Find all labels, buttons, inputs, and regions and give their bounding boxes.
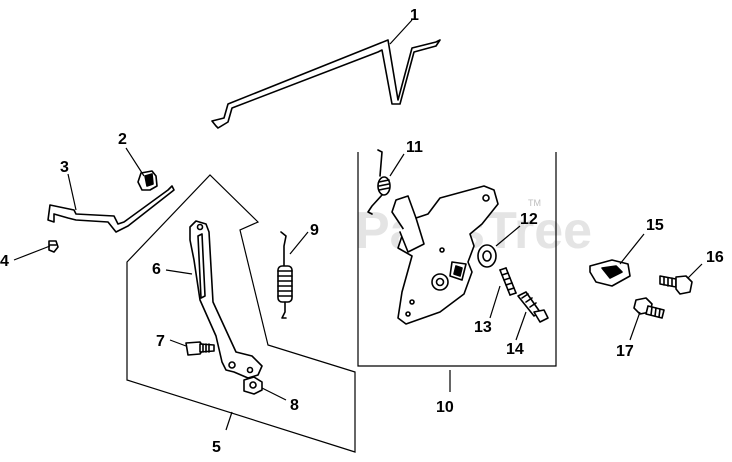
- leader-lines: [13, 19, 703, 431]
- part-10-bracket-plate[interactable]: [391, 185, 499, 325]
- callout-4: 4: [0, 253, 9, 270]
- callout-3: 3: [60, 159, 69, 176]
- part-7-bolt[interactable]: [185, 341, 215, 356]
- part-2-clip[interactable]: [137, 170, 158, 191]
- part-11-spring[interactable]: [367, 149, 391, 215]
- watermark-trademark: TM: [528, 198, 541, 208]
- part-5-group-frame: [126, 174, 356, 453]
- part-15-clip[interactable]: [589, 259, 631, 287]
- callout-13: 13: [474, 319, 492, 336]
- part-8-nut[interactable]: [243, 376, 263, 395]
- part-17-bolt[interactable]: [633, 297, 665, 319]
- part-3-link-rod[interactable]: [47, 185, 175, 233]
- part-10-group-frame: [357, 152, 557, 367]
- part-12-washer[interactable]: [477, 244, 497, 268]
- part-14-screw[interactable]: [517, 291, 549, 323]
- callout-5: 5: [212, 439, 221, 456]
- callout-9: 9: [310, 222, 319, 239]
- callout-8: 8: [290, 397, 299, 414]
- part-16-bolt[interactable]: [659, 275, 693, 295]
- callout-14: 14: [506, 341, 524, 358]
- callout-2: 2: [118, 131, 127, 148]
- callout-15: 15: [646, 217, 664, 234]
- callout-6: 6: [152, 261, 161, 278]
- callout-12: 12: [520, 211, 538, 228]
- part-13-spring[interactable]: [499, 267, 517, 296]
- callout-1: 1: [410, 7, 419, 24]
- part-6-lever[interactable]: [189, 220, 263, 379]
- part-9-spring[interactable]: [277, 231, 293, 319]
- callout-10: 10: [436, 399, 454, 416]
- part-1-rod[interactable]: [211, 39, 441, 129]
- part-4-clip[interactable]: [48, 240, 59, 253]
- callout-16: 16: [706, 249, 724, 266]
- callout-labels: 1 2 3 4 5 6 7 8 9 10 11 12 13 14 15 16 1…: [0, 7, 724, 456]
- callout-17: 17: [616, 343, 634, 360]
- callout-11: 11: [406, 139, 423, 156]
- callout-7: 7: [156, 333, 165, 350]
